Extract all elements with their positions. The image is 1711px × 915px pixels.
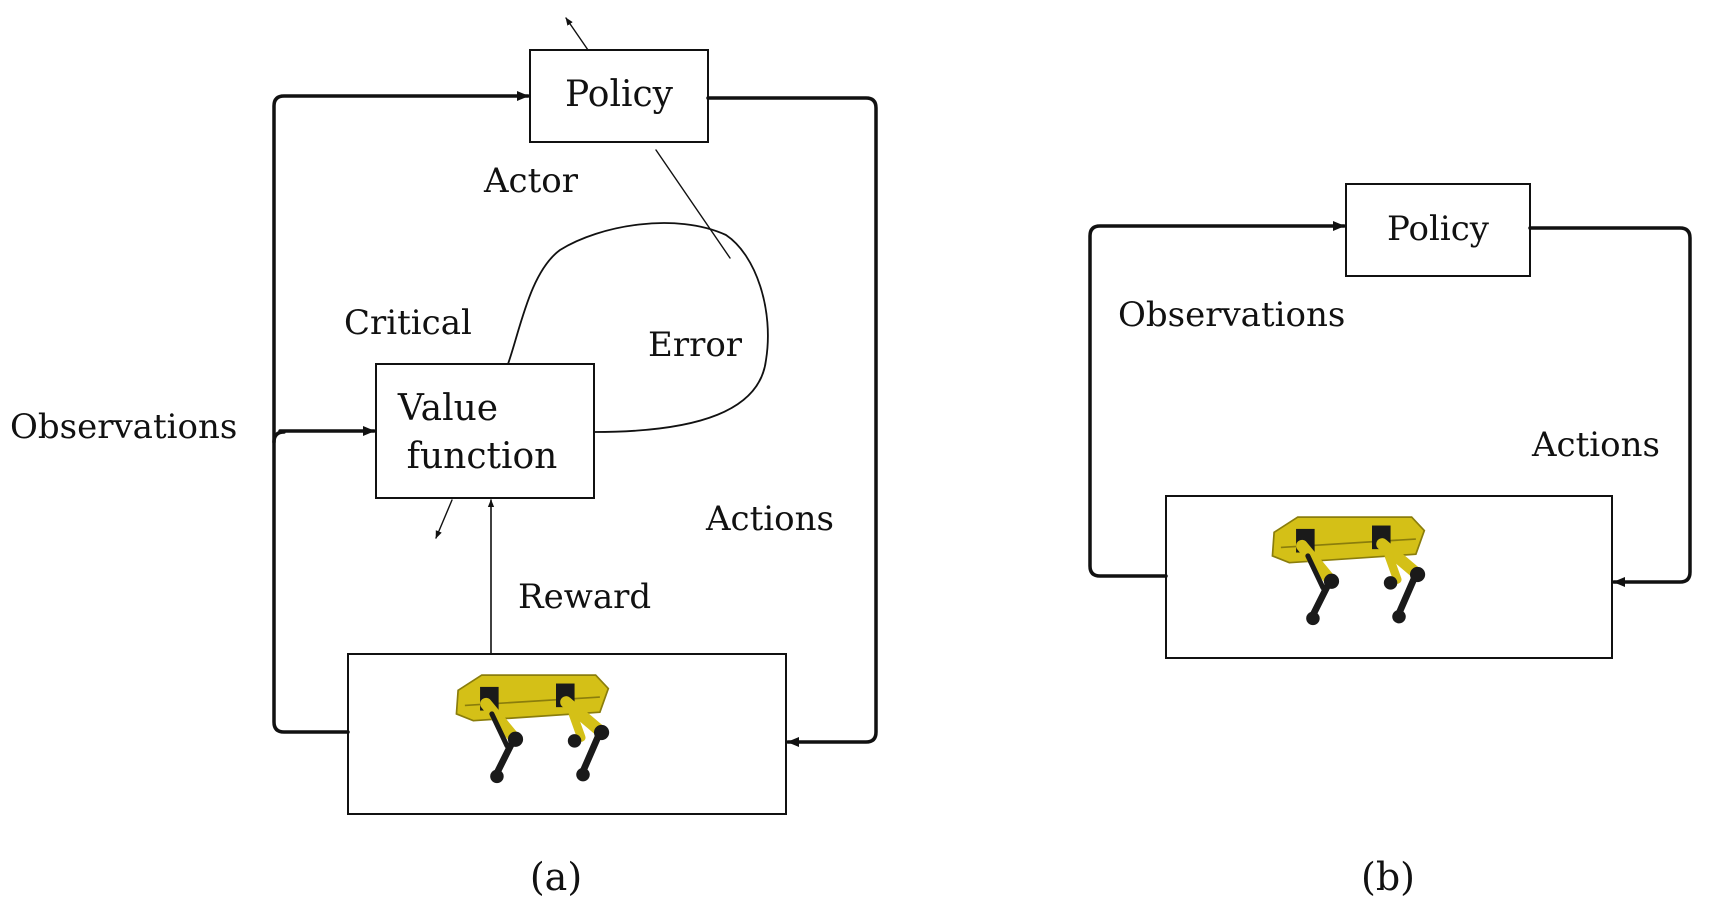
observation-arrow-b xyxy=(1088,221,1346,578)
policy-box xyxy=(529,49,709,143)
critical-label: Critical xyxy=(344,303,472,343)
action-arrow-b xyxy=(1528,226,1692,587)
error-label: Error xyxy=(648,325,743,365)
caption-a: (a) xyxy=(530,855,582,899)
observations-label-a: Observations xyxy=(10,407,237,447)
reward-label: Reward xyxy=(518,577,651,617)
observation-arrow-to-value xyxy=(272,431,374,444)
caption-b: (b) xyxy=(1361,855,1415,899)
actions-label-b: Actions xyxy=(1531,425,1660,465)
policy-box-b xyxy=(1345,183,1531,277)
error-to-policy-line xyxy=(655,149,731,259)
observation-arrow-to-policy xyxy=(272,91,530,734)
panel-b: Policy Observations Actions (b) xyxy=(1088,183,1692,899)
actions-label-a: Actions xyxy=(705,499,834,539)
value-function-box xyxy=(375,363,595,499)
error-loop-curve xyxy=(507,222,769,433)
action-arrow-to-environment xyxy=(706,96,878,747)
policy-label-b: Policy xyxy=(1387,209,1490,249)
policy-label: Policy xyxy=(565,74,674,115)
value-function-label-line1: Value xyxy=(397,388,498,429)
value-function-label-line2: function xyxy=(407,436,558,477)
observations-label-b: Observations xyxy=(1118,295,1345,335)
policy-update-arrow xyxy=(565,17,589,51)
panel-a: Policy Value function Actor Critical Err… xyxy=(10,17,878,899)
value-update-arrow xyxy=(435,499,453,539)
actor-label: Actor xyxy=(483,161,579,201)
